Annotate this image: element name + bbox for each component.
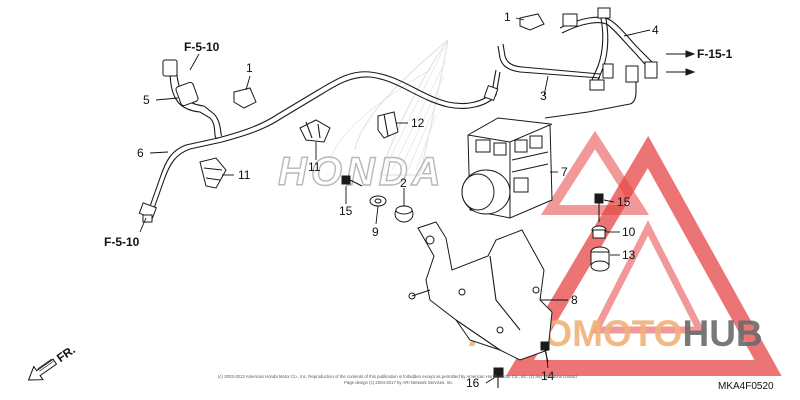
front-arrow-label: FR. [54, 343, 78, 366]
washer-9 [369, 195, 387, 207]
bolt-15-left [341, 175, 363, 187]
callout-15-left: 15 [339, 204, 353, 218]
brake-hose-6 [147, 69, 501, 215]
callout-6: 6 [137, 146, 144, 160]
callout-11-lower: 11 [238, 168, 251, 182]
clamp-11-upper [299, 119, 331, 143]
brake-pipe-5 [162, 59, 223, 139]
leader-lines [139, 17, 696, 384]
callout-1-left: 1 [246, 61, 253, 75]
callout-15-right: 15 [617, 195, 631, 209]
callout-16: 16 [466, 376, 480, 390]
clip-1-left [233, 87, 257, 109]
abs-modulator-7 [461, 117, 553, 219]
callout-13: 13 [622, 248, 636, 262]
callout-10: 10 [622, 225, 636, 239]
reference-f-5-10-bottom: F-5-10 [104, 235, 140, 249]
callout-14: 14 [541, 369, 555, 383]
grommet-13 [590, 246, 610, 272]
front-direction-indicator: FR. [27, 343, 78, 381]
clamp-12 [377, 111, 399, 139]
brake-pipe-3-4 [497, 7, 658, 119]
bracket-8 [408, 221, 553, 361]
clamp-11-lower [199, 157, 227, 189]
callout-5: 5 [143, 93, 150, 107]
callout-11-upper: 11 [308, 160, 321, 174]
grommet-2 [394, 205, 414, 223]
callout-8: 8 [571, 293, 578, 307]
copyright-line-2: Page design (c) 2004-2017 by ARI Network… [344, 380, 454, 385]
clip-1-upper [519, 13, 545, 31]
reference-f-15-1: F-15-1 [697, 47, 733, 61]
bolt-16 [493, 367, 504, 388]
diagram-code: MKA4F0520 [718, 381, 774, 392]
callout-12: 12 [411, 116, 425, 130]
bolt-15-right [594, 193, 604, 222]
copyright-line-1: (c) 2003-2013 American Honda Motor Co., … [218, 374, 578, 379]
reference-labels: F-5-10 F-5-10 F-15-1 [104, 40, 733, 249]
callout-2: 2 [400, 176, 407, 190]
honda-wing-logo [329, 39, 449, 176]
callout-7: 7 [561, 165, 568, 179]
collar-10 [591, 225, 607, 239]
callout-9: 9 [372, 225, 379, 239]
watermark-logo [505, 130, 782, 376]
callout-3: 3 [540, 89, 547, 103]
front-arrow-icon [27, 358, 58, 381]
callout-labels: 1 1 2 3 4 5 6 7 8 9 10 11 11 12 13 14 15… [137, 10, 659, 390]
callout-4: 4 [652, 23, 659, 37]
watermark-text-part2: HUB [682, 313, 762, 354]
left-lower-fitting [138, 202, 157, 223]
reference-f-5-10-top: F-5-10 [184, 40, 220, 54]
honda-logo-text: HONDA [278, 150, 445, 194]
callout-1-upper: 1 [504, 10, 511, 24]
